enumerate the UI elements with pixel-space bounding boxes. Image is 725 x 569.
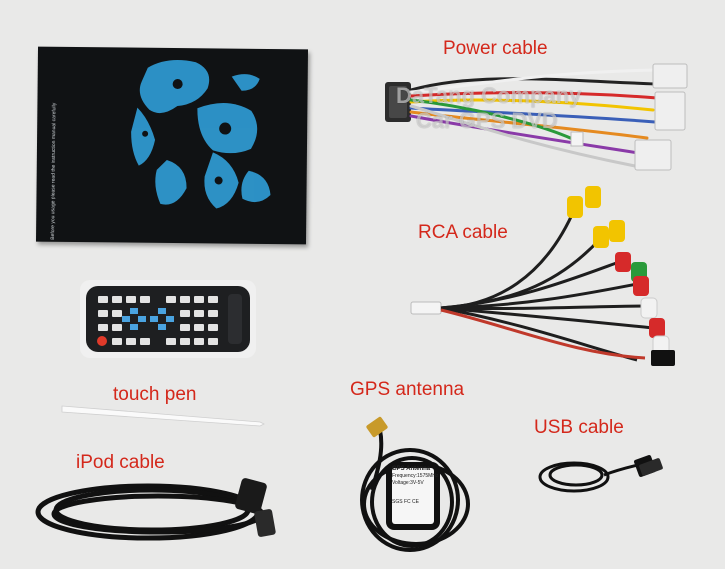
watermark-line-1: DaTang Company [396,83,582,108]
power-cable-label: Power cable [443,38,548,59]
instruction-manual: Before you usage please read the instruc… [35,46,309,245]
touch-pen [60,400,270,430]
usb-cable-label: USB cable [534,417,624,438]
touch-pen-label: touch pen [113,384,197,405]
usb-cable [530,445,670,505]
world-map-illustration [131,60,271,209]
antenna-sticker: GPS Antenna Frequency:1575MHz Voltage:3V… [392,466,442,506]
rca-cable [405,178,695,378]
antenna-sticker-marks: SGS FC CE [392,499,419,505]
remote-control [80,280,260,362]
ipod-cable [28,470,288,550]
antenna-sticker-title: GPS Antenna [392,466,431,472]
rca-cable-label: RCA cable [418,222,508,243]
watermark-line-2: Car GPS DVD [416,108,558,133]
gps-antenna [350,410,500,560]
gps-antenna-label: GPS antenna [350,379,465,400]
antenna-sticker-voltage: Voltage:3V-5V [392,480,424,486]
ipod-cable-label: iPod cable [76,452,165,473]
antenna-sticker-frequency: Frequency:1575MHz [392,473,439,479]
power-cable [385,62,705,182]
